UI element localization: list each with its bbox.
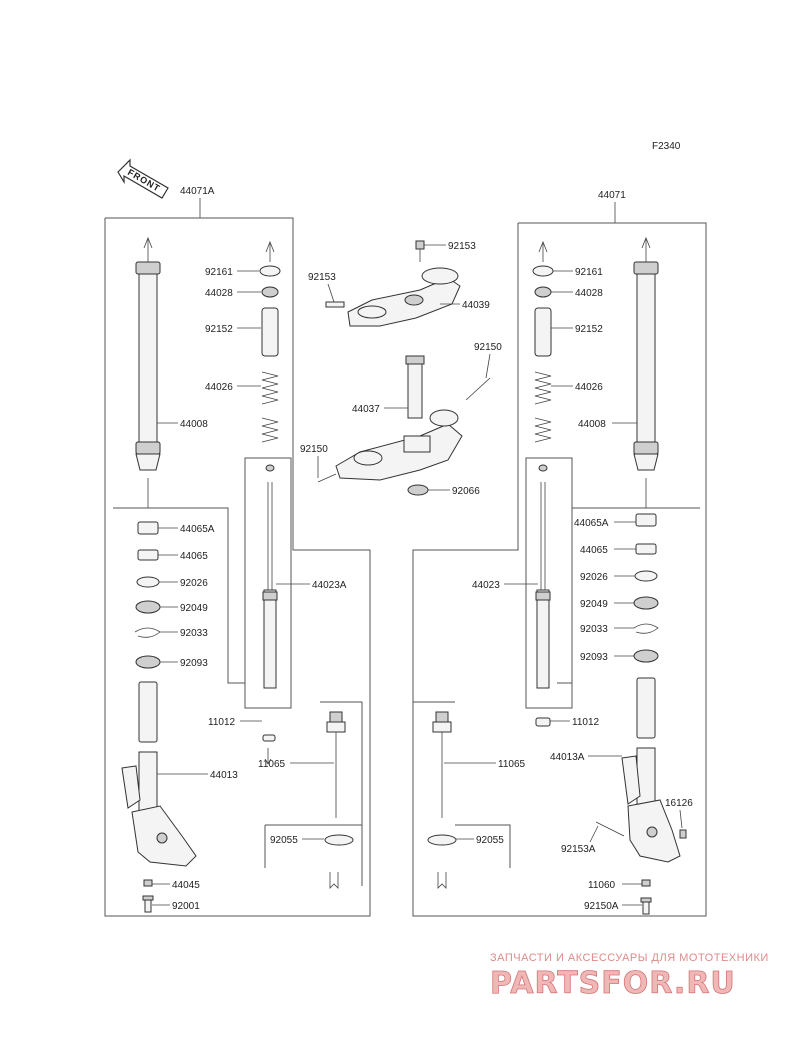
label-center-92150-left: 92150 bbox=[300, 444, 328, 455]
label-center-44037: 44037 bbox=[352, 404, 380, 415]
label-right-11060: 11060 bbox=[588, 880, 616, 891]
label-right-44023: 44023 bbox=[472, 580, 500, 591]
label-left-44013: 44013 bbox=[210, 770, 238, 781]
label-right-11012: 11012 bbox=[572, 717, 600, 728]
label-left-44028: 44028 bbox=[205, 288, 233, 299]
lower-triple-clamp bbox=[317, 355, 491, 496]
label-right-44065A: 44065A bbox=[574, 518, 609, 529]
label-left-44026: 44026 bbox=[205, 382, 233, 393]
upper-triple-clamp bbox=[325, 240, 461, 327]
right-fork-seals bbox=[633, 513, 659, 663]
left-outer-tube bbox=[135, 236, 161, 471]
label-right-92055: 92055 bbox=[476, 835, 504, 846]
label-right-44028: 44028 bbox=[575, 288, 603, 299]
label-right-16126: 16126 bbox=[665, 798, 693, 809]
label-left-92026: 92026 bbox=[180, 578, 208, 589]
label-right-44013A: 44013A bbox=[550, 752, 585, 763]
label-left-11065: 11065 bbox=[258, 759, 286, 770]
watermark-tagline: ЗАПЧАСТИ И АКСЕССУАРЫ ДЛЯ МОТОТЕХНИКИ bbox=[490, 952, 769, 964]
label-right-92033: 92033 bbox=[580, 624, 608, 635]
left-assembly-frame bbox=[104, 217, 371, 917]
label-right-92150A: 92150A bbox=[584, 901, 619, 912]
watermark: ЗАПЧАСТИ И АКСЕССУАРЫ ДЛЯ МОТОТЕХНИКИ PA… bbox=[490, 952, 769, 1001]
label-left-44065: 44065 bbox=[180, 551, 208, 562]
right-inner-tube bbox=[595, 677, 687, 863]
right-cartridge bbox=[427, 711, 457, 889]
label-left-44008: 44008 bbox=[180, 419, 208, 430]
label-left-44045: 44045 bbox=[172, 880, 200, 891]
label-left-11012: 11012 bbox=[208, 717, 236, 728]
label-left-92049: 92049 bbox=[180, 603, 208, 614]
label-center-44039: 44039 bbox=[462, 300, 490, 311]
label-center-92066: 92066 bbox=[452, 486, 480, 497]
label-left-44065A: 44065A bbox=[180, 524, 215, 535]
left-damper-parts bbox=[259, 240, 281, 765]
label-left-92161: 92161 bbox=[205, 267, 233, 278]
left-cartridge bbox=[324, 711, 354, 889]
left-part-labels: 92161 44028 92152 44026 44008 44065A 440… bbox=[152, 267, 347, 912]
left-fork-seals bbox=[134, 521, 161, 669]
right-outer-tube bbox=[633, 236, 659, 471]
right-damper-parts bbox=[532, 240, 554, 727]
label-left-92055: 92055 bbox=[270, 835, 298, 846]
label-left-44023A: 44023A bbox=[312, 580, 347, 591]
label-right-92026: 92026 bbox=[580, 572, 608, 583]
right-assembly-frame bbox=[412, 222, 707, 917]
label-right-44065: 44065 bbox=[580, 545, 608, 556]
label-left-92033: 92033 bbox=[180, 628, 208, 639]
label-center-92153-top: 92153 bbox=[448, 241, 476, 252]
label-right-92093: 92093 bbox=[580, 652, 608, 663]
label-right-11065: 11065 bbox=[498, 759, 526, 770]
label-right-92153A: 92153A bbox=[561, 844, 596, 855]
label-left-92001: 92001 bbox=[172, 901, 200, 912]
label-right-44026: 44026 bbox=[575, 382, 603, 393]
diagram-code: F2340 bbox=[652, 141, 681, 152]
left-bottom-bolts bbox=[142, 879, 154, 913]
label-right-92152: 92152 bbox=[575, 324, 603, 335]
label-right-92161: 92161 bbox=[575, 267, 603, 278]
front-arrow-icon: FRONT bbox=[117, 158, 169, 199]
assembly-right-label: 44071 bbox=[598, 190, 626, 201]
label-center-92150-right: 92150 bbox=[474, 342, 502, 353]
label-left-92093: 92093 bbox=[180, 658, 208, 669]
right-bottom-bolts bbox=[640, 879, 652, 915]
center-part-labels: 92153 92153 44039 92150 44037 92150 9206… bbox=[300, 241, 502, 497]
label-right-92049: 92049 bbox=[580, 599, 608, 610]
assembly-left-label: 44071A bbox=[180, 186, 215, 197]
left-inner-tube bbox=[121, 681, 197, 867]
label-right-44008: 44008 bbox=[578, 419, 606, 430]
label-left-92152: 92152 bbox=[205, 324, 233, 335]
watermark-brand: PARTSFOR.RU bbox=[490, 966, 736, 1001]
right-part-labels: 92161 44028 92152 44026 44008 44065A 440… bbox=[444, 267, 693, 912]
label-center-92153-left: 92153 bbox=[308, 272, 336, 283]
